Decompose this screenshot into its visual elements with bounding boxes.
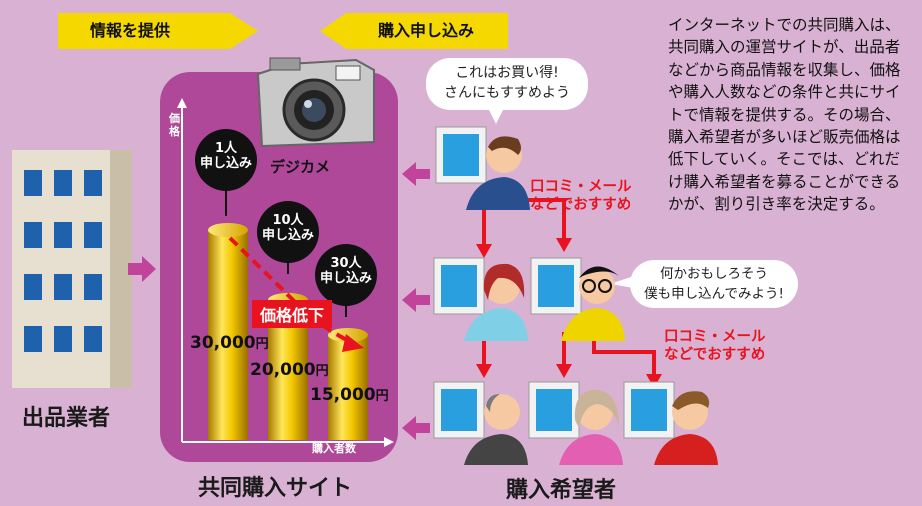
price-label-1: 30,000円 [190, 333, 269, 353]
arrow-buyer-bottom-to-site [402, 416, 430, 440]
apply-banner: 購入申し込み [320, 13, 508, 49]
balloon-1 [195, 129, 257, 216]
camera-image [256, 57, 375, 148]
seller-label: 出品業者 [22, 406, 111, 431]
bubble-top-line-2: さんにもすすめよう [444, 85, 570, 101]
buyer-bottom-1 [433, 381, 528, 465]
price-bar-3-top [328, 328, 368, 342]
price-drop-arrowhead [342, 334, 364, 352]
balloon-3-count: 30人 [330, 256, 362, 271]
balloon-3-text: 申し込み [319, 271, 372, 286]
bubble-top-line-1: これはお買い得! [455, 65, 559, 81]
seller-building [12, 150, 132, 388]
arrow-seller-to-site [128, 256, 156, 282]
balloon-2-text: 申し込み [261, 228, 314, 243]
provide-info-banner: 情報を提供 [58, 13, 258, 49]
price-bar-1 [208, 230, 248, 440]
camera-label: デジカメ [270, 158, 331, 176]
speech-bubble-middle: 何かおもしろそう 僕も申し込んでみよう! [630, 260, 798, 308]
balloon-2 [257, 201, 319, 274]
explanation-text: インターネットでの共同購入は、共同購入の運営サイトが、出品者などから商品情報を収… [668, 16, 901, 214]
buyer-top [435, 126, 530, 210]
site-label: 共同購入サイト [198, 476, 353, 501]
price-bar-3 [328, 335, 368, 440]
buyer-middle-left [433, 257, 528, 341]
speech-bubble-top-tail [486, 104, 506, 124]
price-drop-badge: 価格低下 [252, 300, 333, 328]
x-axis-label: 購入者数 [312, 442, 356, 455]
bubble-middle-line-2: 僕も申し込んでみよう! [644, 286, 784, 302]
balloon-1-text: 申し込み [199, 156, 252, 171]
price-label-3: 15,000円 [310, 385, 389, 405]
buyer-bottom-3 [623, 381, 718, 465]
arrow-buyer-mid-to-site [402, 288, 430, 312]
y-axis-arrowhead [177, 98, 187, 108]
speech-bubble-middle-tail [610, 276, 634, 288]
buyer-bottom-2 [528, 381, 623, 465]
balloon-2-count: 10人 [272, 213, 304, 228]
speech-bubble-top: これはお買い得! さんにもすすめよう [426, 58, 588, 110]
buyers-label: 購入希望者 [506, 478, 617, 503]
price-label-2: 20,000円 [250, 360, 329, 380]
x-axis-arrowhead [384, 437, 394, 447]
balloon-3 [315, 244, 377, 317]
arrow-buyer-top-to-site [402, 162, 430, 186]
y-axis-label: 価格 [169, 112, 180, 138]
balloon-1-count: 1人 [214, 141, 238, 156]
word-of-mouth-note-2: 口コミ・メールなどでおすすめ [664, 329, 766, 363]
bubble-middle-line-1: 何かおもしろそう [660, 266, 768, 282]
buyer-middle-right [530, 257, 625, 341]
price-bar-1-top [208, 223, 248, 237]
